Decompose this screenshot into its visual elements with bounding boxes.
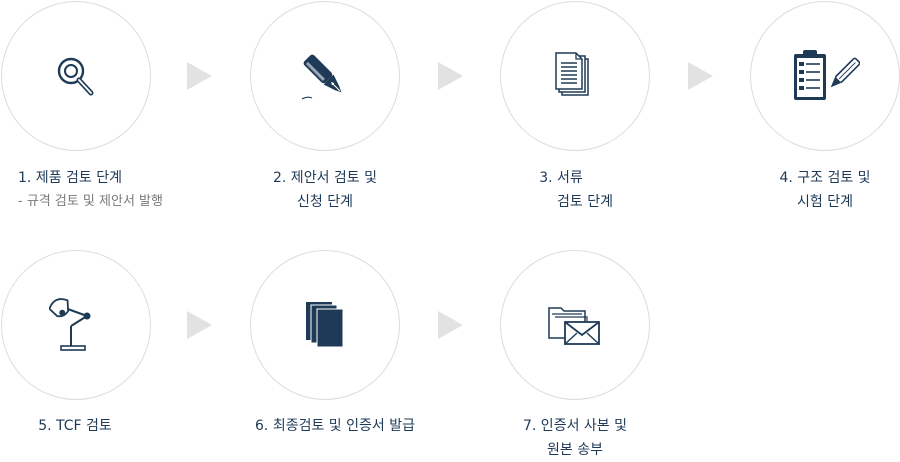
documents-icon — [555, 52, 589, 96]
step-6-label: 6. 최종검토 및 인증서 발급 — [240, 414, 430, 438]
step-1-title: 1. 제품 검토 단계 — [18, 170, 122, 186]
step-5-label: 5. TCF 검토 — [0, 414, 150, 438]
clipboard-pen-icon — [794, 50, 860, 100]
step-3-label: 3. 서류 검토 단계 — [500, 166, 650, 214]
step-7-label: 7. 인증서 사본 및 원본 송부 — [500, 414, 650, 462]
step-2-title: 2. 제안서 검토 및 — [273, 170, 377, 186]
step-4-circle — [750, 1, 900, 151]
certificates-icon — [306, 302, 344, 348]
step-6-circle — [250, 250, 400, 400]
step-4-subtitle: 시험 단계 — [797, 194, 853, 210]
step-7-circle — [500, 250, 650, 400]
step-2-label: 2. 제안서 검토 및 신청 단계 — [250, 166, 400, 214]
step-2-subtitle: 신청 단계 — [297, 194, 353, 210]
arrow-icon — [688, 62, 713, 90]
step-4-label: 4. 구조 검토 및 시험 단계 — [750, 166, 900, 214]
step-3-title: 3. 서류 — [539, 170, 583, 186]
folder-mail-icon — [548, 307, 600, 345]
step-1-label: 1. 제품 검토 단계 - 규격 검토 및 제안서 발행 — [18, 166, 163, 214]
step-4-title: 4. 구조 검토 및 — [779, 170, 871, 186]
step-2-circle — [250, 1, 400, 151]
step-1-subtitle: - 규격 검토 및 제안서 발행 — [18, 194, 163, 209]
step-6-title: 6. 최종검토 및 인증서 발급 — [255, 418, 415, 434]
step-5-title: 5. TCF 검토 — [38, 418, 112, 434]
arrow-icon — [187, 311, 212, 339]
step-3-subtitle: 검토 단계 — [557, 194, 613, 210]
arrow-icon — [187, 62, 212, 90]
search-icon — [57, 57, 94, 96]
fountain-pen-icon — [301, 54, 342, 100]
arrow-icon — [438, 311, 463, 339]
step-7-subtitle: 원본 송부 — [547, 442, 603, 458]
step-7-title: 7. 인증서 사본 및 — [523, 418, 627, 434]
step-3-circle — [500, 1, 650, 151]
desk-lamp-icon — [49, 298, 91, 351]
step-1-circle — [1, 1, 151, 151]
step-5-circle — [1, 250, 151, 400]
arrow-icon — [438, 62, 463, 90]
